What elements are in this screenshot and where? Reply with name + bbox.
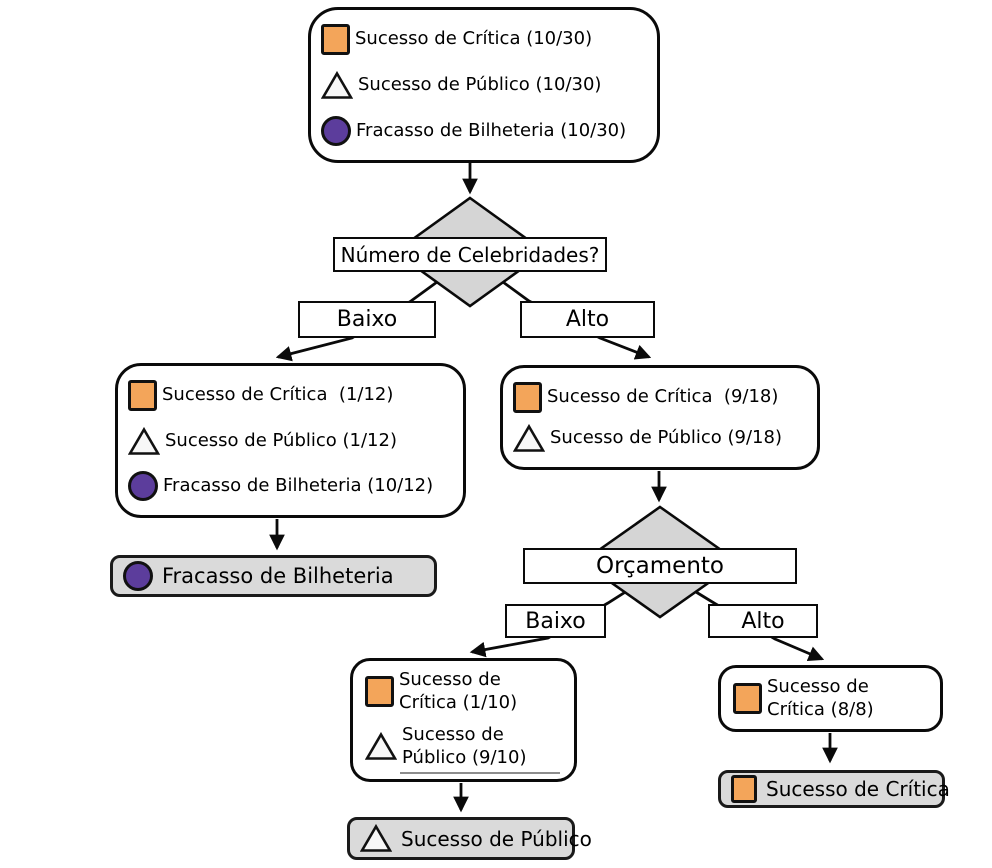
triangle-icon [360, 824, 392, 852]
decision-label-orcamento: Orçamento [523, 548, 797, 584]
circle-icon [128, 471, 158, 501]
node-root: Sucesso de Crítica (10/30) Sucesso de Pú… [308, 7, 660, 163]
leaf-label: Sucesso de Crítica [766, 777, 950, 801]
stat-row: Sucesso de Crítica (8/8) [733, 676, 934, 721]
stat-row: Sucesso de Crítica (1/10) [365, 669, 568, 714]
branch-label-celebridades-alto: Alto [520, 301, 655, 338]
square-icon [128, 380, 157, 411]
circle-icon [123, 561, 153, 591]
leaf-sucesso-critica: Sucesso de Crítica [718, 770, 950, 808]
node-orcamento-baixo: Sucesso de Crítica (1/10) Sucesso de Púb… [350, 658, 577, 782]
stat-label: Fracasso de Bilheteria (10/12) [163, 474, 434, 496]
underline-decoration [400, 772, 560, 774]
stat-row: Sucesso de Crítica (10/30) [321, 24, 649, 55]
square-icon [733, 683, 762, 714]
stat-row: Fracasso de Bilheteria (10/12) [128, 471, 455, 501]
triangle-icon [128, 426, 160, 455]
stat-row: Sucesso de Crítica (9/18) [513, 382, 809, 413]
branch-label-orcamento-alto: Alto [708, 604, 818, 638]
stat-label: Sucesso de Público (1/12) [165, 429, 397, 451]
square-icon [731, 775, 757, 803]
node-celebridades-alto: Sucesso de Crítica (9/18) Sucesso de Púb… [500, 365, 820, 470]
stat-row: Fracasso de Bilheteria (10/30) [321, 116, 649, 146]
stat-label: Sucesso de Crítica (1/12) [162, 384, 394, 406]
decision-label-celebridades: Número de Celebridades? [333, 237, 607, 272]
stat-label: Fracasso de Bilheteria (10/30) [356, 119, 627, 141]
triangle-icon [365, 732, 397, 760]
leaf-label: Fracasso de Bilheteria [162, 564, 394, 588]
stat-label: Sucesso de Crítica (1/10) [399, 669, 518, 713]
leaf-label: Sucesso de Público [401, 826, 592, 851]
triangle-icon [513, 424, 545, 452]
circle-icon [321, 116, 351, 146]
branch-label-orcamento-baixo: Baixo [505, 604, 606, 638]
square-icon [513, 382, 542, 413]
stat-label: Sucesso de Público (9/18) [550, 427, 782, 449]
square-icon [321, 24, 350, 55]
node-celebridades-baixo: Sucesso de Crítica (1/12) Sucesso de Púb… [115, 363, 466, 518]
stat-label: Sucesso de Crítica (10/30) [355, 28, 593, 50]
leaf-fracasso-bilheteria: Fracasso de Bilheteria [110, 555, 437, 597]
leaf-sucesso-publico: Sucesso de Público [347, 817, 592, 860]
stat-label: Sucesso de Público (9/10) [402, 724, 527, 768]
stat-label: Sucesso de Crítica (8/8) [767, 676, 874, 720]
stat-label: Sucesso de Público (10/30) [358, 74, 602, 96]
stat-row: Sucesso de Crítica (1/12) [128, 380, 455, 411]
stat-row: Sucesso de Público (9/18) [513, 424, 809, 453]
stat-row: Sucesso de Público (9/10) [365, 724, 568, 769]
stat-row: Sucesso de Público (10/30) [321, 71, 649, 100]
branch-label-celebridades-baixo: Baixo [298, 301, 436, 338]
node-orcamento-alto: Sucesso de Crítica (8/8) [718, 665, 943, 732]
square-icon [365, 676, 394, 707]
stat-row: Sucesso de Público (1/12) [128, 426, 455, 456]
stat-label: Sucesso de Crítica (9/18) [547, 386, 779, 408]
triangle-icon [321, 71, 353, 99]
